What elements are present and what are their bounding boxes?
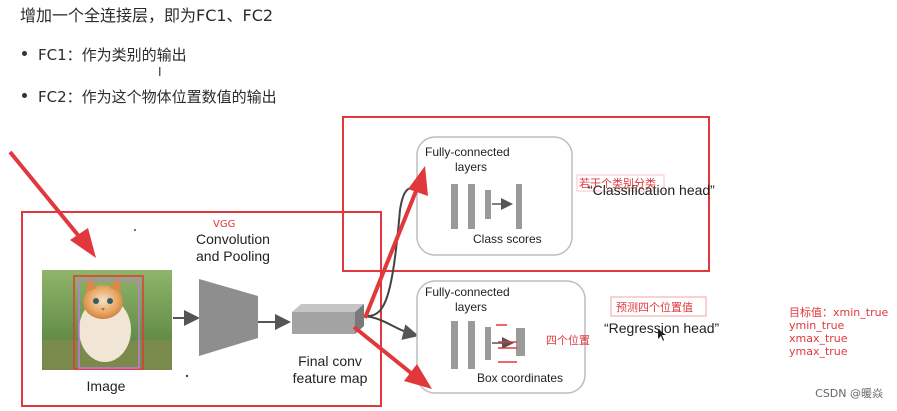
slide-heading: 增加一个全连接层，即为FC1、FC2 (20, 6, 274, 25)
red-arrow-to-cat (8, 150, 96, 258)
feature-map-block (292, 304, 364, 334)
cat-image (42, 270, 172, 370)
fc-bottom-box (416, 280, 586, 394)
fc-bottom-line-2: layers (455, 300, 488, 314)
convolution-block (199, 279, 258, 356)
fc-top-line-1: Fully-connected (425, 145, 510, 159)
bullet-fc2: FC2：作为这个物体位置数值的输出 (22, 88, 277, 106)
bullet-fc1: FC1：作为类别的输出 (22, 46, 187, 64)
target-values-note: 目标值：xmin_true ymin_true xmax_true ymax_t… (789, 306, 888, 358)
conv-line-1: Convolution (196, 231, 270, 247)
fc-bottom-line-1: Fully-connected (425, 285, 510, 299)
red-arrow-to-classification (363, 166, 428, 319)
fc-top-line-2: layers (455, 160, 488, 174)
classification-head-label: “Classification head” (588, 182, 715, 198)
box-coordinates-label: Box coordinates (477, 371, 564, 385)
fc-top-label: Fully-connected layers (425, 145, 525, 175)
regression-head-label: “Regression head” (604, 320, 720, 336)
final-line-1: Final conv (298, 353, 362, 369)
target-xmin: xmin_true (833, 306, 889, 319)
target-xmax: xmax_true (789, 332, 848, 345)
text-cursor-icon: I (158, 65, 162, 79)
target-label: 目标值： (789, 306, 833, 319)
four-positions-note: 四个位置 (546, 334, 590, 347)
final-line-2: feature map (292, 370, 368, 386)
class-scores-label: Class scores (473, 232, 542, 246)
convolution-pooling-label: Convolution and Pooling (178, 231, 288, 265)
conv-line-2: and Pooling (196, 248, 270, 264)
image-label: Image (86, 378, 126, 394)
classification-highlight-box (342, 116, 710, 272)
regression-note: 预测四个位置值 (616, 301, 693, 314)
target-ymin: ymin_true (789, 319, 845, 332)
fc-bottom-label: Fully-connected layers (425, 285, 525, 315)
mouse-pointer-icon (658, 329, 666, 341)
target-ymax: ymax_true (789, 345, 848, 358)
red-arrow-to-regression (352, 325, 432, 389)
classification-note: 若干个类别分类 (579, 177, 656, 190)
final-conv-label: Final conv feature map (280, 353, 380, 387)
csdn-watermark: CSDN @暖焱 (815, 387, 883, 400)
vgg-label: VGG (213, 219, 236, 230)
